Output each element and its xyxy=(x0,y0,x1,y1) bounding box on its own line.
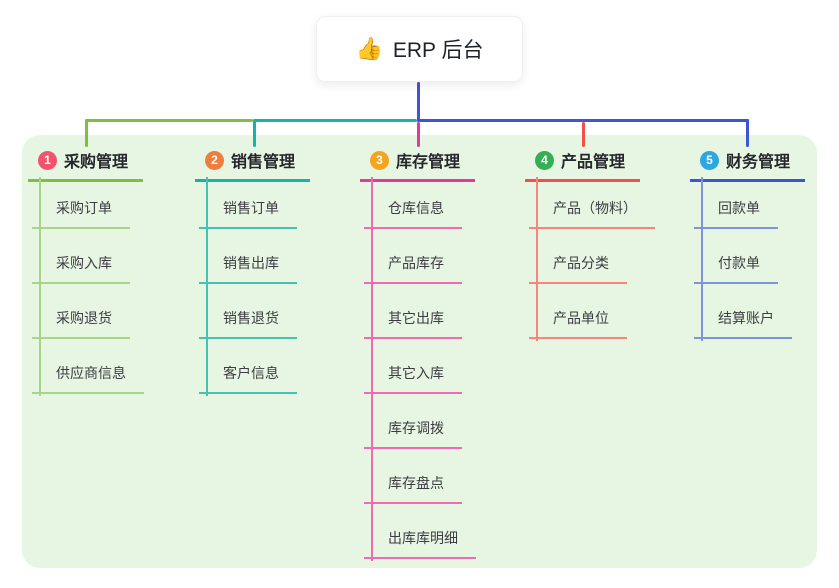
spine-segment-purchase xyxy=(85,119,253,122)
node-sales-return[interactable]: 销售退货 xyxy=(199,309,297,339)
node-product-category[interactable]: 产品分类 xyxy=(529,254,627,284)
branch-label: 财务管理 xyxy=(726,154,791,171)
child-connector-inventory xyxy=(371,177,373,561)
drop-connector-purchase xyxy=(85,119,88,147)
node-product-material[interactable]: 产品（物料） xyxy=(529,199,655,229)
node-stock-count[interactable]: 库存盘点 xyxy=(364,474,462,504)
spine-segment-sales xyxy=(253,119,417,122)
node-purchase-return[interactable]: 采购退货 xyxy=(32,309,130,339)
node-other-inbound[interactable]: 其它入库 xyxy=(364,364,462,394)
drop-connector-sales xyxy=(253,119,256,147)
branch-purchase-management[interactable]: 1 采购管理 xyxy=(28,146,143,182)
root-node-label: ERP 后台 xyxy=(392,39,484,62)
branch-product-management[interactable]: 4 产品管理 xyxy=(525,146,640,182)
node-payment-doc[interactable]: 付款单 xyxy=(694,254,778,284)
branch-label: 产品管理 xyxy=(561,154,626,171)
child-connector-product xyxy=(536,177,538,341)
branch-inventory-management[interactable]: 3 库存管理 xyxy=(360,146,475,182)
root-trunk-connector xyxy=(417,82,420,122)
node-warehouse-info[interactable]: 仓库信息 xyxy=(364,199,462,229)
node-sales-order[interactable]: 销售订单 xyxy=(199,199,297,229)
node-product-unit[interactable]: 产品单位 xyxy=(529,309,627,339)
branches-background-panel xyxy=(22,135,817,568)
branch-number-badge: 1 xyxy=(38,150,57,170)
spine-segment-right xyxy=(417,119,749,122)
node-customer-info[interactable]: 客户信息 xyxy=(199,364,297,394)
drop-connector-inventory xyxy=(417,122,420,147)
child-connector-finance xyxy=(701,177,703,341)
node-settlement-account[interactable]: 结算账户 xyxy=(694,309,792,339)
node-product-stock[interactable]: 产品库存 xyxy=(364,254,462,284)
branch-sales-management[interactable]: 2 销售管理 xyxy=(195,146,310,182)
branch-number-badge: 3 xyxy=(370,150,389,170)
node-other-outbound[interactable]: 其它出库 xyxy=(364,309,462,339)
child-connector-sales xyxy=(206,177,208,396)
branch-number-badge: 4 xyxy=(535,150,554,170)
node-inout-detail[interactable]: 出库库明细 xyxy=(364,529,476,559)
node-purchase-inbound[interactable]: 采购入库 xyxy=(32,254,130,284)
drop-connector-product xyxy=(582,122,585,147)
branch-label: 采购管理 xyxy=(64,154,129,171)
node-purchase-order[interactable]: 采购订单 xyxy=(32,199,130,229)
branch-label: 销售管理 xyxy=(231,154,296,171)
node-stock-transfer[interactable]: 库存调拨 xyxy=(364,419,462,449)
branch-finance-management[interactable]: 5 财务管理 xyxy=(690,146,805,182)
drop-connector-finance xyxy=(746,119,749,147)
branch-number-badge: 5 xyxy=(700,150,719,170)
node-supplier-info[interactable]: 供应商信息 xyxy=(32,364,144,394)
node-receipt-doc[interactable]: 回款单 xyxy=(694,199,778,229)
root-node[interactable]: 👍 ERP 后台 xyxy=(316,16,523,82)
node-sales-outbound[interactable]: 销售出库 xyxy=(199,254,297,284)
thumbs-up-icon: 👍 xyxy=(355,36,383,61)
child-connector-purchase xyxy=(39,177,41,396)
branch-label: 库存管理 xyxy=(396,154,461,171)
branch-number-badge: 2 xyxy=(205,150,224,170)
